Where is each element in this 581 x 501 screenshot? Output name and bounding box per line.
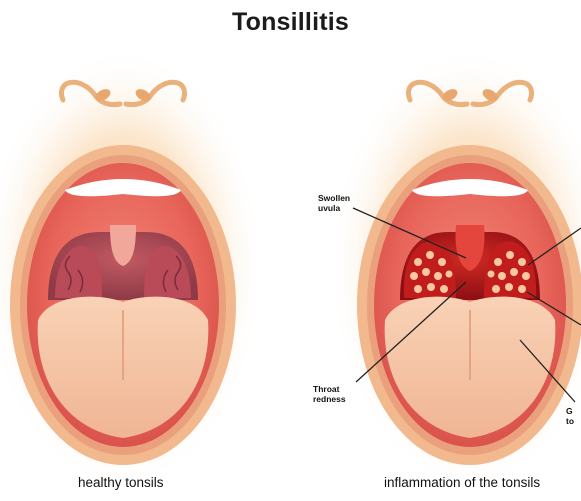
label-cut-off: G to (566, 406, 574, 426)
label-throat-redness-text: Throat redness (313, 384, 346, 404)
label-swollen-uvula: Swollen uvula (318, 193, 350, 213)
label-swollen-uvula-text: Swollen uvula (318, 193, 350, 213)
label-cut-off-text: G to (566, 406, 574, 426)
caption-inflamed-tonsils: inflammation of the tonsils (384, 475, 540, 490)
label-throat-redness: Throat redness (313, 384, 346, 404)
healthy-mouth (0, 46, 265, 490)
inflamed-mouth (328, 46, 581, 490)
caption-healthy-tonsils: healthy tonsils (78, 475, 164, 490)
